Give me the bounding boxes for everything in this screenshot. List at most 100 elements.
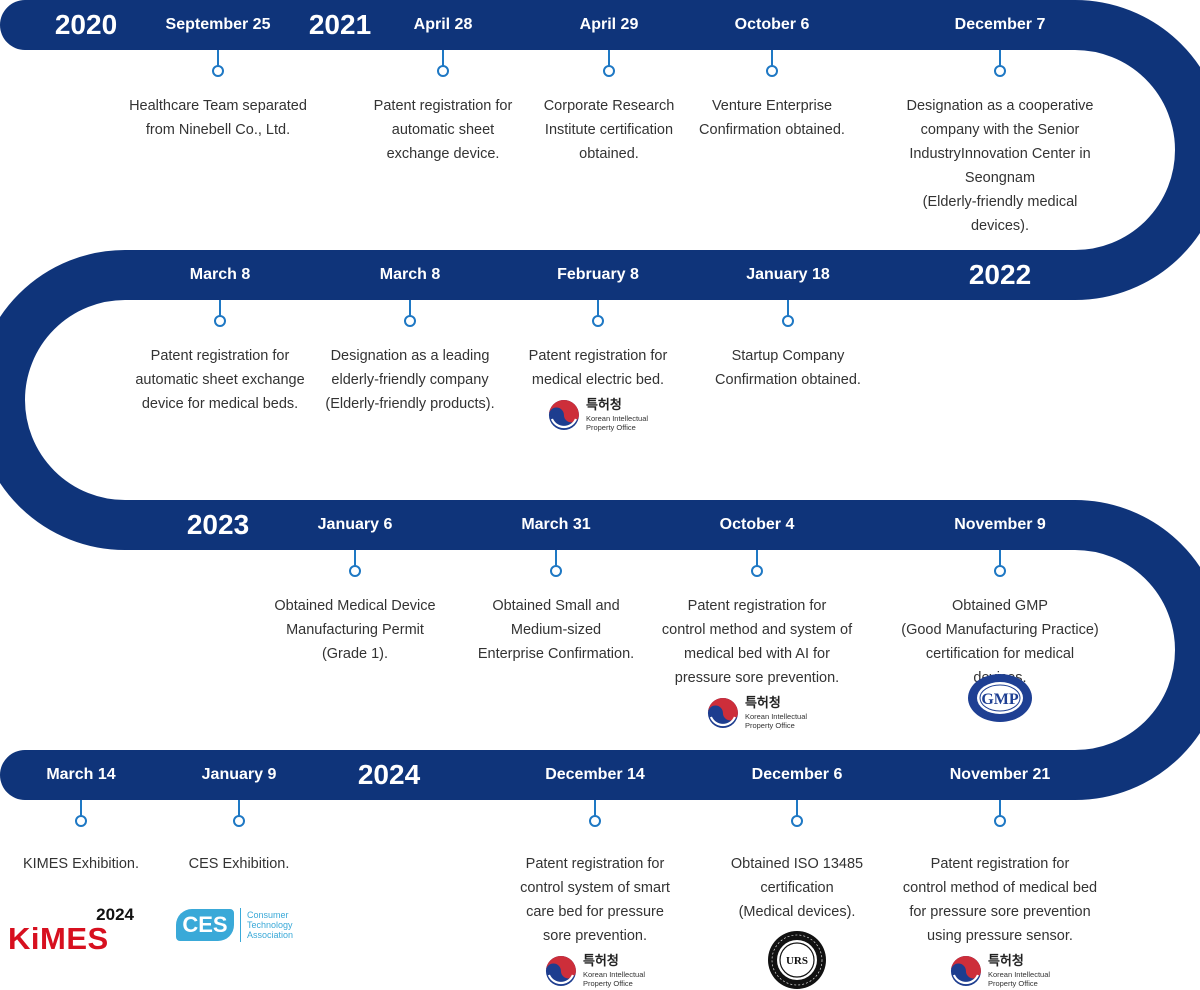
event-connector xyxy=(354,550,356,566)
event-marker xyxy=(994,65,1006,77)
event-description: Designation as a cooperative company wit… xyxy=(906,98,1094,234)
event-marker xyxy=(603,65,615,77)
event-date: January 18 xyxy=(746,266,830,283)
event-connector xyxy=(999,50,1001,66)
kipo-english-name: Korean Intellectual Property Office xyxy=(744,712,808,730)
ces-association-name: Consumer Technology Association xyxy=(247,910,294,940)
event-date: March 8 xyxy=(379,266,441,283)
event-description: Designation as a leading elderly-friendl… xyxy=(325,348,495,412)
event-description: Patent registration for automatic sheet … xyxy=(135,348,305,412)
kimes-word: KiMES xyxy=(8,921,109,956)
event-connector xyxy=(771,50,773,66)
event-marker xyxy=(791,815,803,827)
event-date: December 7 xyxy=(954,16,1046,33)
year-label-2024: 2024 xyxy=(357,759,421,790)
event-marker xyxy=(233,815,245,827)
event-description: Patent registration for control method o… xyxy=(902,856,1098,944)
kipo-english-name: Korean Intellectual Property Office xyxy=(582,970,646,988)
event-date: December 6 xyxy=(751,766,843,783)
event-date: April 28 xyxy=(413,16,473,33)
event-description: Healthcare Team separated from Ninebell … xyxy=(129,98,307,138)
event-marker xyxy=(994,815,1006,827)
year-label-2023: 2023 xyxy=(186,509,250,540)
event-marker xyxy=(592,315,604,327)
event-description: Startup Company Confirmation obtained. xyxy=(715,348,861,388)
event-marker xyxy=(214,315,226,327)
event-connector xyxy=(999,550,1001,566)
event-description: Patent registration for control system o… xyxy=(520,856,670,944)
year-label-2021: 2021 xyxy=(308,9,372,40)
kipo-korean-name: 특허청 xyxy=(582,954,619,969)
kipo-korean-name: 특허청 xyxy=(987,954,1024,969)
kipo-english-name: Korean Intellectual Property Office xyxy=(987,970,1051,988)
kipo-korean-name: 특허청 xyxy=(744,696,781,711)
event-date: February 8 xyxy=(557,266,639,283)
event-marker xyxy=(404,315,416,327)
ces-logo: CES Consumer Technology Association xyxy=(176,908,293,942)
kipo-korean-name: 특허청 xyxy=(585,398,622,413)
event-marker xyxy=(751,565,763,577)
event-date: October 4 xyxy=(719,516,795,533)
event-date: October 6 xyxy=(734,16,810,33)
event-date: April 29 xyxy=(579,16,639,33)
event-description: Corporate Research Institute certificati… xyxy=(543,98,675,162)
gmp-seal-icon: GMP xyxy=(968,674,1032,722)
event-date: November 21 xyxy=(949,766,1051,783)
event-date: November 9 xyxy=(954,516,1046,533)
event-connector xyxy=(608,50,610,66)
event-marker xyxy=(766,65,778,77)
kipo-english-name: Korean Intellectual Property Office xyxy=(585,414,649,432)
event-description: Venture Enterprise Confirmation obtained… xyxy=(699,98,845,138)
gmp-label: GMP xyxy=(981,691,1019,708)
event-description: Patent registration for automatic sheet … xyxy=(373,98,513,162)
kimes-year: 2024 xyxy=(96,905,134,924)
event-description: Patent registration for medical electric… xyxy=(528,348,668,388)
ces-mark: CES xyxy=(176,909,234,941)
event-marker xyxy=(782,315,794,327)
iso-seal-label: URS xyxy=(786,955,808,967)
event-connector xyxy=(594,800,596,816)
taegeuk-icon xyxy=(548,400,579,430)
event-connector xyxy=(999,800,1001,816)
event-description: KIMES Exhibition. xyxy=(22,856,140,872)
event-marker xyxy=(75,815,87,827)
event-date: March 8 xyxy=(189,266,251,283)
event-description: Obtained Small and Medium-sized Enterpri… xyxy=(477,598,635,662)
event-marker xyxy=(349,565,361,577)
event-description: Obtained ISO 13485 certification (Medica… xyxy=(730,856,864,920)
event-description: CES Exhibition. xyxy=(188,856,290,872)
taegeuk-icon xyxy=(950,956,981,986)
event-connector xyxy=(787,300,789,316)
event-connector xyxy=(756,550,758,566)
year-label-2022: 2022 xyxy=(968,259,1032,290)
event-connector xyxy=(409,300,411,316)
event-connector xyxy=(219,300,221,316)
event-date: January 6 xyxy=(317,516,393,533)
event-marker xyxy=(589,815,601,827)
event-date: September 25 xyxy=(165,16,271,33)
event-date: March 14 xyxy=(46,766,116,783)
event-date: December 14 xyxy=(545,766,645,783)
ces-divider xyxy=(240,908,241,942)
event-connector xyxy=(442,50,444,66)
taegeuk-icon xyxy=(545,956,576,986)
event-date: March 31 xyxy=(521,516,591,533)
event-connector xyxy=(238,800,240,816)
event-marker xyxy=(994,565,1006,577)
event-connector xyxy=(555,550,557,566)
event-description: Obtained Medical Device Manufacturing Pe… xyxy=(274,598,436,662)
event-connector xyxy=(217,50,219,66)
year-label-2020: 2020 xyxy=(54,9,118,40)
event-marker xyxy=(550,565,562,577)
event-description: Patent registration for control method a… xyxy=(661,598,853,686)
event-connector xyxy=(796,800,798,816)
